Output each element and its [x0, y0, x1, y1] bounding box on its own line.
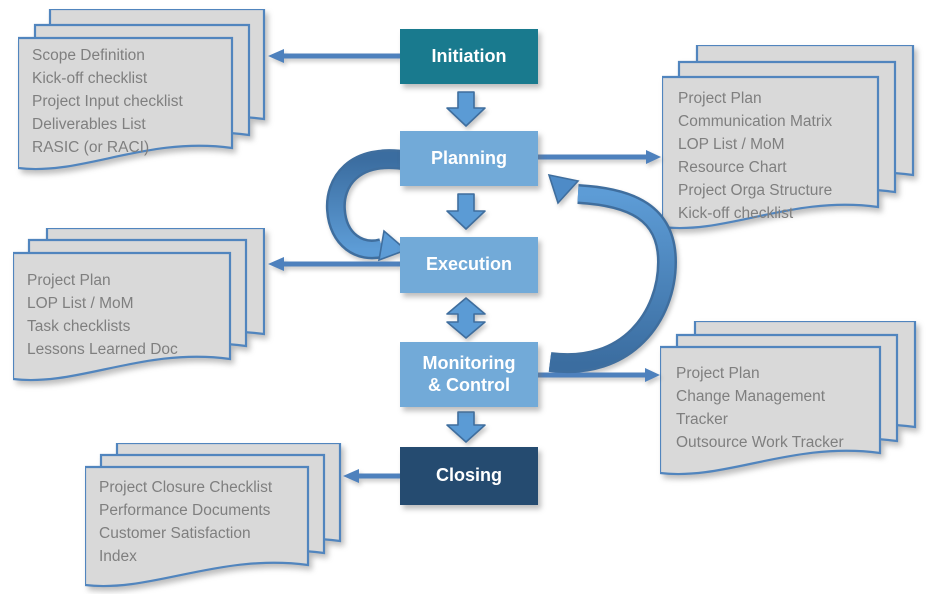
doc-item: Project Orga Structure: [678, 182, 833, 199]
doc-item: RASIC (or RACI): [32, 139, 150, 156]
doc-item: Performance Documents: [99, 502, 271, 519]
doc-item: Task checklists: [27, 318, 131, 335]
doc-item: Kick-off checklist: [678, 205, 794, 222]
arrow-monitoring-to-closing: [446, 411, 486, 443]
doc-item: Deliverables List: [32, 116, 146, 133]
document-stack-icon: [18, 9, 266, 171]
arrow-execution-to-docs: [268, 257, 400, 271]
arrow-monitoring-to-docs: [538, 368, 660, 382]
doc-item: Project Plan: [678, 90, 762, 107]
doc-item: Outsource Work Tracker: [676, 434, 844, 451]
curved-arrow-monitoring-to-planning: [547, 173, 678, 374]
arrow-planning-to-execution: [446, 193, 486, 230]
doc-item: Lessons Learned Doc: [27, 341, 178, 358]
doc-item: Scope Definition: [32, 47, 145, 64]
phase-box-monitoring-control: Monitoring & Control: [400, 342, 538, 407]
doc-item: LOP List / MoM: [678, 136, 785, 153]
phase-box-planning: Planning: [400, 131, 538, 186]
doc-item: Communication Matrix: [678, 113, 833, 130]
arrow-planning-to-docs: [538, 150, 661, 164]
phase-label: Execution: [425, 254, 513, 275]
doc-item: Resource Chart: [678, 159, 787, 176]
arrow-initiation-to-docs: [268, 49, 400, 63]
document-stack-icon: [660, 321, 917, 476]
phase-label: Monitoring & Control: [422, 352, 516, 395]
doc-item: Project Plan: [676, 365, 760, 382]
document-stack-icon: [662, 45, 915, 230]
phase-box-closing: Closing: [400, 447, 538, 505]
phase-label: Closing: [436, 465, 502, 486]
doc-item: LOP List / MoM: [27, 295, 134, 312]
phase-box-execution: Execution: [400, 237, 538, 293]
arrow-execution-monitoring-bidirectional: [446, 297, 486, 339]
doc-item: Project Closure Checklist: [99, 479, 273, 496]
document-stack-icon: [85, 443, 342, 588]
phase-label: Initiation: [431, 45, 507, 66]
arrow-initiation-to-planning: [446, 91, 486, 127]
doc-item: Project Input checklist: [32, 93, 183, 110]
phase-box-initiation: Initiation: [400, 29, 538, 84]
doc-item: Project Plan: [27, 272, 111, 289]
arrow-closing-to-docs: [343, 469, 400, 483]
doc-item: Kick-off checklist: [32, 70, 148, 87]
document-stack-icon: [13, 228, 265, 382]
doc-item: Tracker: [676, 411, 728, 428]
curved-arrow-planning-to-execution: [325, 149, 411, 262]
doc-item: Change Management: [676, 388, 826, 405]
doc-item: Index: [99, 548, 137, 565]
doc-item: Customer Satisfaction: [99, 525, 251, 542]
phase-label: Planning: [431, 147, 507, 168]
